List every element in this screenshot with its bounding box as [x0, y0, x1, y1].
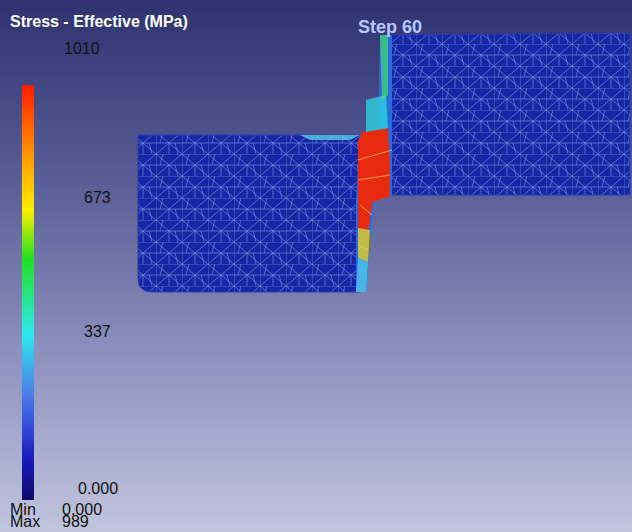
legend-title: Stress - Effective (MPa) — [10, 14, 188, 30]
workpiece-left — [138, 135, 360, 292]
scale-value: 1010 — [64, 41, 100, 57]
step-label: Step 60 — [358, 18, 422, 36]
max-value: 989 — [62, 514, 89, 530]
scale-value: 0.000 — [78, 481, 118, 497]
max-label: Max — [10, 514, 40, 530]
shear-zone — [356, 35, 392, 292]
scale-value: 337 — [84, 324, 111, 340]
scale-value: 673 — [84, 190, 111, 206]
workpiece-right — [387, 33, 630, 195]
color-bar — [22, 85, 34, 500]
